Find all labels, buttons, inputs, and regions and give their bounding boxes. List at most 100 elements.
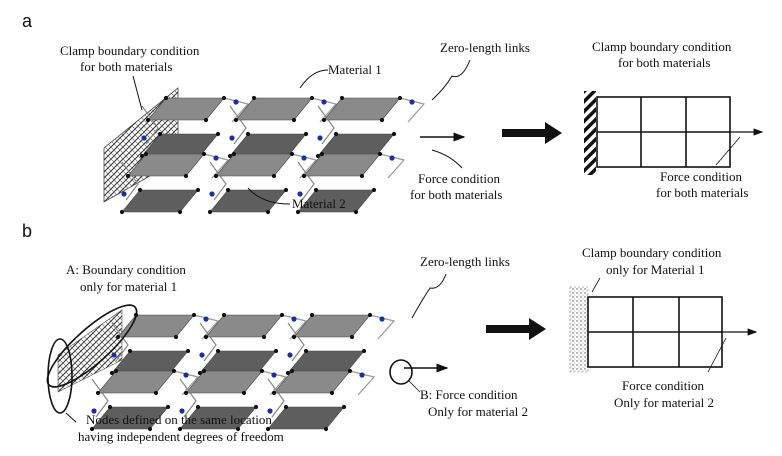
lattice-node bbox=[231, 151, 237, 157]
schematic-clamp-leader-b bbox=[591, 277, 601, 293]
big-arrow-b bbox=[486, 318, 546, 340]
material1-label: Material 1 bbox=[328, 62, 382, 77]
lattice-link bbox=[287, 322, 305, 362]
material2-plate bbox=[317, 133, 395, 157]
lattice-node bbox=[235, 426, 241, 432]
lattice-node bbox=[137, 187, 143, 193]
panel-a-letter: a bbox=[22, 11, 33, 31]
lattice-node bbox=[119, 209, 125, 215]
lattice-node bbox=[185, 348, 191, 354]
lattice-node-shared bbox=[379, 316, 385, 322]
lattice-node bbox=[329, 390, 335, 396]
material1-plate bbox=[117, 314, 195, 338]
material2-plate bbox=[121, 189, 199, 213]
lattice-node-shared bbox=[287, 352, 293, 358]
lattice-node bbox=[177, 209, 183, 215]
schematic-clamp-label-a-line1: Clamp boundary condition bbox=[592, 39, 732, 54]
lattice-node bbox=[201, 368, 207, 374]
lattice-material-a bbox=[119, 95, 426, 215]
schematic-grid-b bbox=[587, 296, 723, 368]
lattice-node-shared bbox=[389, 155, 395, 161]
lattice-node bbox=[361, 348, 367, 354]
lattice-node bbox=[207, 209, 213, 215]
lattice-node bbox=[333, 131, 339, 137]
material1-leader bbox=[299, 69, 329, 89]
lattice-node bbox=[321, 117, 327, 123]
schematic-clamp-label-a: Clamp boundary condition for both materi… bbox=[592, 39, 735, 70]
lattice-node bbox=[109, 370, 115, 376]
clamp-label-a-line2: for both materials bbox=[80, 59, 172, 74]
lattice-node bbox=[283, 187, 289, 193]
lattice-node-shared bbox=[183, 372, 189, 378]
material1-plate bbox=[273, 370, 351, 394]
material2-leader bbox=[247, 187, 291, 205]
lattice-node bbox=[353, 209, 359, 215]
lattice-node bbox=[273, 348, 279, 354]
clamp-label-a-line1: Clamp boundary condition bbox=[60, 43, 200, 58]
schematic-clamp-label-a-line2: for both materials bbox=[618, 55, 710, 70]
lattice-node bbox=[173, 334, 179, 340]
lattice-link bbox=[379, 153, 406, 179]
lattice-node bbox=[195, 187, 201, 193]
lattice-link bbox=[199, 322, 217, 362]
lattice-node bbox=[153, 390, 159, 396]
lattice-node bbox=[265, 426, 271, 432]
force-label-a: Force condition for both materials bbox=[410, 171, 503, 202]
lattice-node bbox=[215, 348, 221, 354]
lattice-node-shared bbox=[91, 408, 97, 414]
lattice-node bbox=[147, 426, 153, 432]
lattice-node-shared bbox=[297, 191, 303, 197]
lattice-node-shared bbox=[209, 191, 215, 197]
force-label-b-line2: Only for material 2 bbox=[428, 404, 528, 419]
lattice-node bbox=[379, 117, 385, 123]
material1-plate bbox=[293, 314, 371, 338]
lattice-node bbox=[303, 131, 309, 137]
lattice-node bbox=[197, 370, 203, 376]
lattice-node bbox=[163, 95, 169, 101]
lattice-node-shared bbox=[267, 408, 273, 414]
schematic-force-leader-b bbox=[707, 337, 727, 373]
schematic-force-label-a: Force condition for both materials bbox=[656, 169, 748, 200]
lattice-link bbox=[111, 322, 129, 362]
lattice-node bbox=[253, 404, 259, 410]
lattice-link bbox=[209, 161, 227, 201]
lattice-node-shared bbox=[317, 135, 323, 141]
lattice-node bbox=[359, 173, 365, 179]
material2-plate bbox=[229, 133, 307, 157]
lattice-node bbox=[203, 117, 209, 123]
lattice-node bbox=[283, 404, 289, 410]
lattice-node bbox=[165, 404, 171, 410]
force-label-b: B: Force condition Only for material 2 bbox=[420, 387, 528, 419]
material1-plate bbox=[97, 370, 175, 394]
lattice-node bbox=[115, 334, 121, 340]
nodes-label-b: Nodes defined on the same location havin… bbox=[78, 412, 284, 444]
boundary-label-b: A: Boundary condition only for material … bbox=[66, 262, 189, 294]
lattice-node bbox=[201, 151, 207, 157]
boundary-hatch-b bbox=[57, 309, 123, 393]
material2-plate bbox=[287, 350, 365, 374]
schematic-force-label-b-line2: Only for material 2 bbox=[614, 395, 714, 410]
lattice-node bbox=[367, 312, 373, 318]
lattice-node bbox=[127, 348, 133, 354]
lattice-node bbox=[271, 390, 277, 396]
schematic-grid-a bbox=[596, 96, 731, 168]
lattice-node bbox=[213, 173, 219, 179]
nodes-ellipse-b bbox=[47, 338, 73, 414]
lattice-node bbox=[241, 390, 247, 396]
lattice-node bbox=[289, 368, 295, 374]
lattice-node-shared bbox=[111, 352, 117, 358]
lattice-node-shared bbox=[321, 99, 327, 105]
lattice-node bbox=[89, 426, 95, 432]
lattice-node bbox=[245, 131, 251, 137]
lattice-node bbox=[145, 117, 151, 123]
schematic-clamp-label-b-line1: Clamp boundary condition bbox=[582, 245, 722, 260]
lattice-node bbox=[265, 209, 271, 215]
lattice-node-shared bbox=[199, 352, 205, 358]
lattice-node-shared bbox=[203, 316, 209, 322]
lattice-node bbox=[371, 187, 377, 193]
lattice-node bbox=[177, 426, 183, 432]
lattice-node bbox=[391, 131, 397, 137]
force-leader-b bbox=[407, 379, 421, 393]
nodes-label-b-line2: having independent degrees of freedom bbox=[78, 429, 284, 444]
